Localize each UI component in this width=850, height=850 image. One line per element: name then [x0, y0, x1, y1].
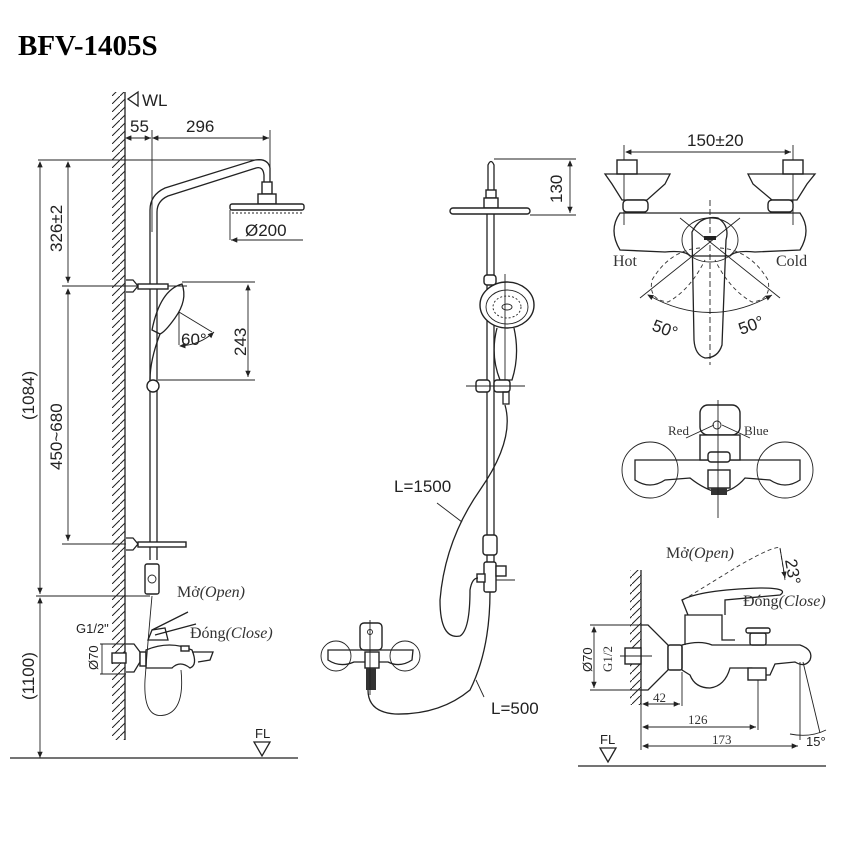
dim-head-to-top: 130 — [547, 175, 566, 203]
rain-shower-head-front — [449, 207, 531, 215]
side-lever-open — [682, 547, 786, 601]
side-flange-diameter: Ø70 — [580, 647, 595, 672]
side-floor-label: FL — [600, 732, 615, 747]
hand-shower-side — [146, 283, 185, 393]
red-label: Red — [668, 423, 689, 438]
hot-label: Hot — [613, 253, 638, 270]
mixer-lever — [691, 216, 728, 359]
water-level-marker-icon — [126, 90, 139, 108]
floor-level-label: FL — [255, 726, 270, 741]
side-inlet-thread: G1/2 — [600, 646, 615, 672]
mixer-side-view: Ø70 G1/2 23° Mở(Open) Đóng(Close) 15° 42… — [578, 545, 827, 767]
side-angle-lever: 23° — [781, 557, 804, 586]
floor-level-marker-icon — [252, 741, 272, 758]
blue-label: Blue — [744, 423, 769, 438]
side-angle-spout: 15° — [806, 734, 826, 749]
hose-long-label: L=1500 — [394, 477, 451, 496]
inlet-thread-label: G1/2" — [76, 621, 109, 636]
mixer-front-small — [320, 620, 421, 695]
wall-level-label: WL — [142, 91, 168, 110]
angle-left: 50° — [650, 316, 681, 343]
dim-flange-depth: 42 — [653, 690, 666, 705]
wall-bracket-bottom — [126, 537, 139, 551]
lever-open-label: Mở(Open) — [177, 584, 245, 601]
dim-wall-to-bar: 55 — [130, 117, 149, 136]
flange-diameter-label: Ø70 — [86, 645, 101, 670]
dim-total-height: (1084) — [19, 371, 38, 420]
dim-top-to-bracket: 326±2 — [47, 205, 66, 252]
side-view: WL 55 296 Ø200 (1084) 326±2 450~680 — [10, 90, 305, 759]
side-floor-marker-icon — [598, 747, 618, 764]
dim-mixer-height: (1100) — [19, 652, 38, 700]
cold-label: Cold — [776, 253, 807, 270]
dim-to-spout: 173 — [712, 732, 732, 747]
dim-head-diameter: Ø200 — [245, 221, 287, 240]
dim-to-diverter: 126 — [688, 712, 708, 727]
rain-shower-head — [229, 203, 305, 211]
hose-long — [439, 404, 508, 637]
side-lever-open-label: Mở(Open) — [666, 545, 734, 562]
diverter-front — [483, 561, 497, 593]
hand-shower-front — [479, 274, 535, 392]
mixer-side-small — [111, 595, 214, 716]
lever-close-label: Đóng(Close) — [190, 625, 273, 642]
hose-short-label: L=500 — [491, 699, 539, 718]
dim-handshower-height: 243 — [231, 328, 250, 356]
hose-short — [367, 591, 491, 715]
side-lever-closed — [681, 587, 784, 616]
angle-right: 50° — [736, 312, 767, 339]
dim-arm-reach: 296 — [186, 117, 214, 136]
dim-bracket-range: 450~680 — [47, 403, 66, 470]
wall-hatch — [112, 92, 126, 740]
mixer-front-view: Red Blue — [621, 400, 814, 518]
angle-handshower: 60° — [181, 330, 207, 349]
side-lever-close-label: Đóng(Close) — [743, 593, 826, 610]
front-view: 130 L=1500 L=500 — [320, 158, 576, 718]
diverter-valve — [144, 563, 160, 595]
dim-inlet-spacing: 150±20 — [687, 131, 744, 150]
shower-arm — [149, 159, 271, 560]
product-model-title: BFV-1405S — [18, 30, 158, 62]
mixer-top-view: 150±20 Hot Cold 50° 50° — [603, 131, 817, 365]
